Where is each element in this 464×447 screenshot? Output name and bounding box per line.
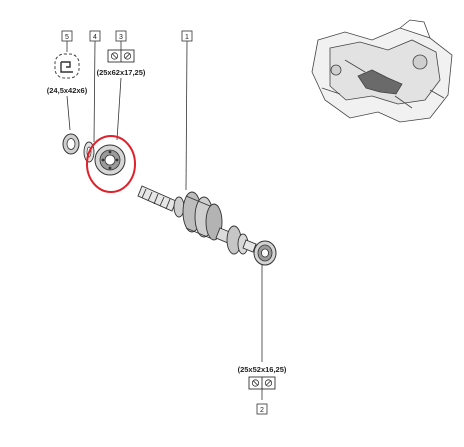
callout-2-dimension: (25x52x16,25) — [238, 365, 287, 374]
bearing-part-2 — [253, 240, 277, 266]
bearing-symbol-icon — [107, 49, 135, 63]
oil-seal-icon — [54, 53, 80, 79]
gearbox-thumbnail — [311, 19, 453, 123]
callout-3-dimension: (25x62x17,25) — [97, 68, 146, 77]
bearing-symbol-icon-2 — [248, 376, 276, 390]
callout-4-number: 4 — [93, 34, 97, 41]
input-shaft-part — [137, 185, 257, 255]
callout-5: 5 (24,5x42x6) — [47, 30, 88, 131]
highlight-circle — [86, 135, 136, 193]
callout-2-number: 2 — [260, 407, 264, 414]
callout-2: (25x52x16,25) 2 — [238, 265, 287, 415]
oil-seal-part — [62, 133, 80, 155]
callout-1: 1 — [181, 30, 193, 191]
callout-3: 3 (25x62x17,25) — [97, 30, 146, 141]
callout-4: 4 — [89, 30, 101, 143]
callout-5-number: 5 — [65, 34, 69, 41]
bearing-part-3 — [94, 144, 126, 176]
callout-3-number: 3 — [119, 34, 123, 41]
callout-5-dimension: (24,5x42x6) — [47, 86, 88, 95]
callout-1-number: 1 — [185, 34, 189, 41]
